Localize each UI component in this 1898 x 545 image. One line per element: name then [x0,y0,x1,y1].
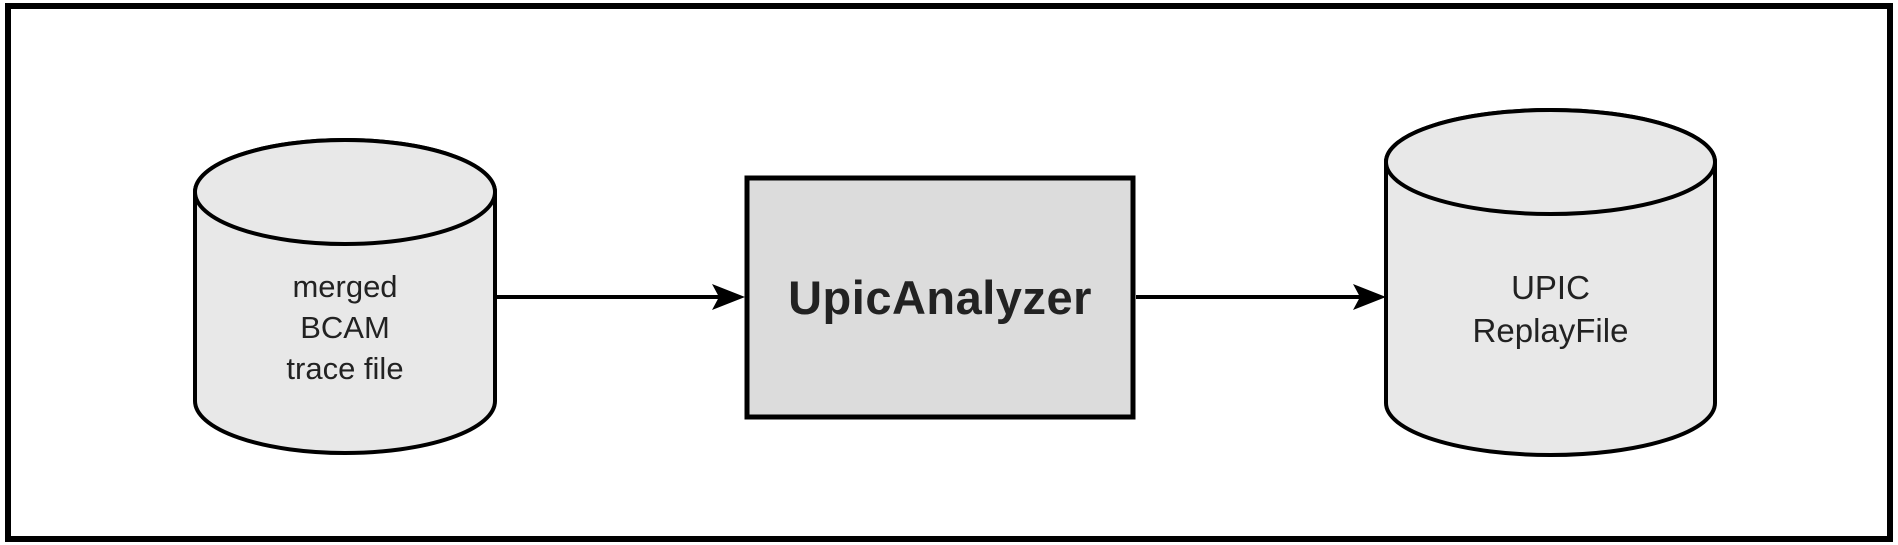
cylinder-top [1384,108,1717,216]
output-datastore-cylinder-icon [1384,108,1717,457]
arrow-input-to-process-icon [497,284,745,310]
cylinder-top [193,138,497,246]
process-label: UpicAnalyzer [788,271,1092,324]
arrow-head [712,284,745,310]
input-datastore-label: merged BCAM trace file [286,269,404,386]
arrow-head [1353,284,1386,310]
arrow-process-to-output-icon [1136,284,1386,310]
input-datastore-cylinder-icon [193,138,497,455]
process-box [744,175,1136,420]
output-datastore-label: UPIC ReplayFile [1472,269,1629,349]
